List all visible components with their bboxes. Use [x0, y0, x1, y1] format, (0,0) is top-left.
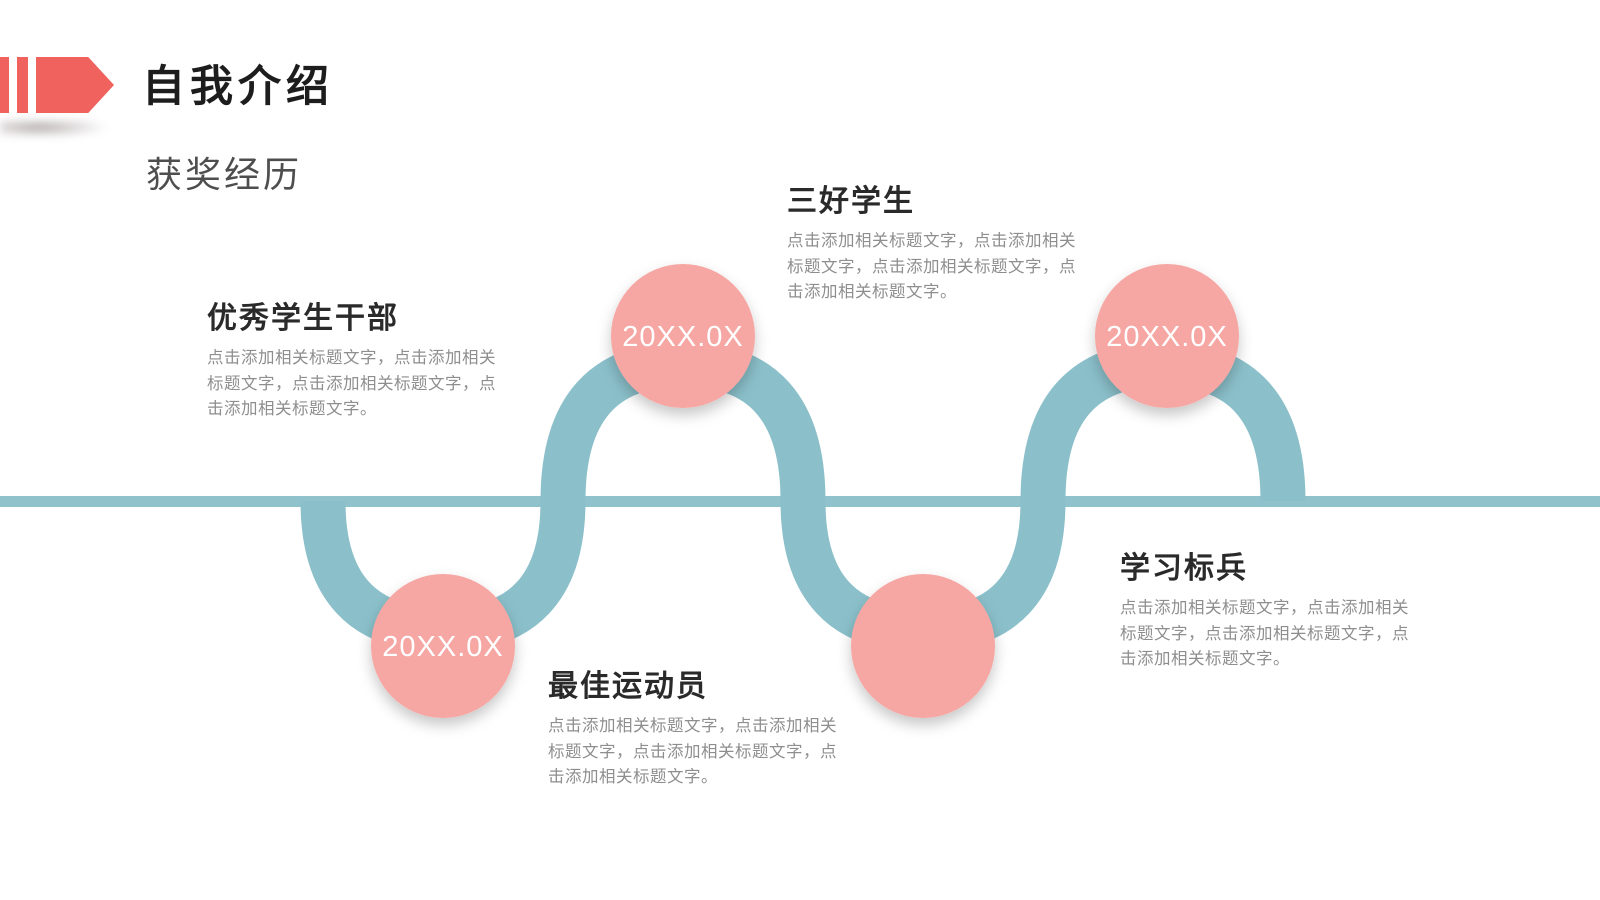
- entry-desc-line: 标题文字，点击添加相关标题文字，点: [1120, 624, 1409, 643]
- entry-desc-line: 点击添加相关标题文字，点击添加相关: [548, 717, 837, 735]
- timeline-date-circle: [611, 264, 755, 408]
- entry-desc-line: 标题文字，点击添加相关标题文字，点: [207, 374, 496, 393]
- entry-desc-line: 点击添加相关标题文字，点击添加相关: [207, 349, 496, 367]
- entry-title: 三好学生: [787, 185, 915, 218]
- entry-desc-line: 点击添加相关标题文字，点击添加相关: [787, 232, 1076, 250]
- timeline-date-circle: [371, 574, 515, 718]
- timeline-date-circle: [1095, 264, 1239, 408]
- pencil-arrow-icon: [0, 57, 120, 117]
- page-title: 自我介绍: [142, 63, 334, 111]
- entry-desc-line: 标题文字，点击添加相关标题文字，点: [548, 742, 837, 761]
- entry-description: 点击添加相关标题文字，点击添加相关 标题文字，点击添加相关标题文字，点 击添加相…: [1120, 596, 1409, 673]
- entry-desc-line: 标题文字，点击添加相关标题文字，点: [787, 257, 1076, 276]
- arrow-icon-bar: [17, 57, 28, 113]
- timeline-entry: 优秀学生干部 点击添加相关标题文字，点击添加相关 标题文字，点击添加相关标题文字…: [207, 300, 496, 423]
- timeline-milestones: 20XX.0X 20XX.0X 20XX.0X: [371, 264, 1239, 718]
- icon-shadow: [0, 120, 110, 138]
- entry-description: 点击添加相关标题文字，点击添加相关 标题文字，点击添加相关标题文字，点 击添加相…: [207, 346, 496, 423]
- arrow-icon-bar: [0, 57, 9, 113]
- timeline-date-circle: [851, 574, 995, 718]
- entry-desc-line: 点击添加相关标题文字，点击添加相关: [1120, 599, 1409, 617]
- entry-desc-line: 击添加相关标题文字。: [787, 283, 957, 301]
- date-label: 20XX.0X: [1106, 321, 1227, 353]
- entry-title: 优秀学生干部: [207, 302, 399, 335]
- timeline-entry: 学习标兵 点击添加相关标题文字，点击添加相关 标题文字，点击添加相关标题文字，点…: [1120, 550, 1409, 673]
- timeline-entry: 三好学生 点击添加相关标题文字，点击添加相关 标题文字，点击添加相关标题文字，点…: [787, 183, 1076, 306]
- timeline-entry: 最佳运动员 点击添加相关标题文字，点击添加相关 标题文字，点击添加相关标题文字，…: [548, 668, 837, 791]
- entry-description: 点击添加相关标题文字，点击添加相关 标题文字，点击添加相关标题文字，点 击添加相…: [548, 714, 837, 791]
- entry-title: 学习标兵: [1120, 552, 1248, 585]
- entry-desc-line: 击添加相关标题文字。: [548, 768, 718, 786]
- section-subtitle: 获奖经历: [146, 155, 303, 195]
- entry-desc-line: 击添加相关标题文字。: [207, 400, 377, 418]
- date-label: 20XX.0X: [382, 631, 503, 663]
- entry-title: 最佳运动员: [548, 670, 708, 703]
- entry-description: 点击添加相关标题文字，点击添加相关 标题文字，点击添加相关标题文字，点 击添加相…: [787, 229, 1076, 306]
- entry-desc-line: 击添加相关标题文字。: [1120, 650, 1290, 668]
- date-label: 20XX.0X: [622, 321, 743, 353]
